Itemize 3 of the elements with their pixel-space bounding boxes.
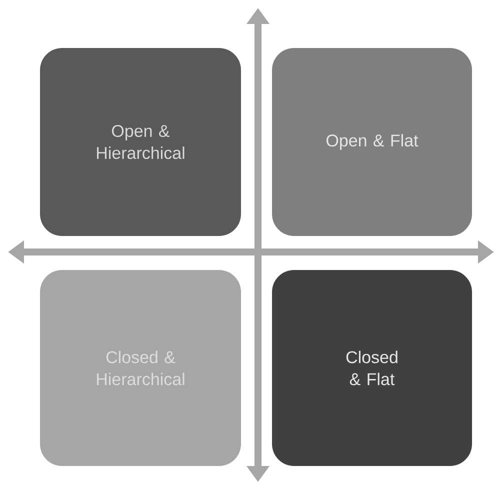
quadrant-box: Open & Flat: [272, 48, 472, 236]
quadrant-box: Open & Hierarchical: [40, 48, 241, 236]
quadrant-box: Closed & Flat: [272, 270, 472, 466]
